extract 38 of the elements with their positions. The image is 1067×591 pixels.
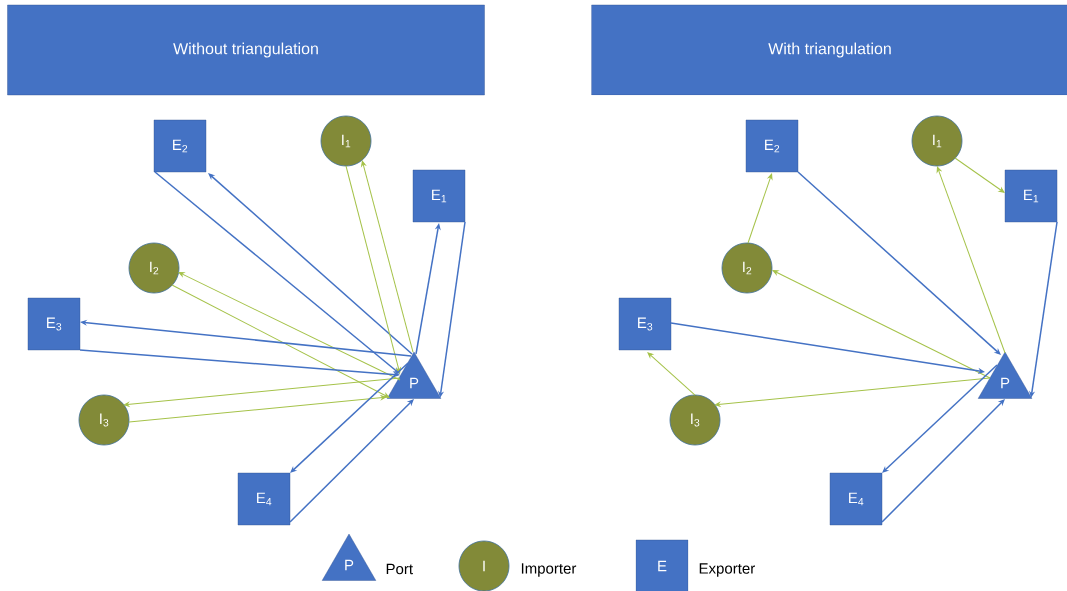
exporter-square: E$_{4}$ <box>829 472 883 526</box>
arrow <box>1029 221 1058 398</box>
arrow <box>881 399 1005 523</box>
arrow <box>290 362 409 473</box>
arrow <box>208 173 413 355</box>
exporter-square: E$_{2}$ <box>153 119 207 173</box>
arrow <box>415 223 441 355</box>
port-triangle: P <box>321 533 377 581</box>
exporter-square: E$_{4}$ <box>237 472 291 526</box>
node-label: Importer <box>521 563 577 577</box>
port-triangle: P <box>977 351 1033 399</box>
arrow <box>714 377 991 407</box>
arrow <box>747 173 773 244</box>
port-triangle: P <box>386 351 442 399</box>
arrow <box>936 166 1006 354</box>
exporter-square: E$_{1}$ <box>412 169 466 223</box>
arrow <box>178 272 401 381</box>
arrow <box>123 377 401 407</box>
node-label: Port <box>386 563 413 575</box>
exporter-square: E$_{3}$ <box>618 297 672 351</box>
header-banner: Without triangulation <box>7 4 485 96</box>
arrow <box>797 171 1001 355</box>
arrow <box>647 352 696 396</box>
arrow <box>289 399 414 523</box>
arrow <box>954 157 1005 193</box>
arrow <box>128 395 387 423</box>
exporter-square: E$_{1}$ <box>1004 169 1058 223</box>
arrow <box>361 160 414 353</box>
arrow <box>670 322 985 374</box>
arrow <box>772 270 991 379</box>
exporter-square: E$_{2}$ <box>745 119 799 173</box>
node-label: Exporter <box>699 563 755 577</box>
arrow <box>154 171 400 374</box>
exporter-square: E$_{3}$ <box>27 297 81 351</box>
arrow <box>882 364 998 473</box>
arrow <box>171 284 390 398</box>
header-banner: With triangulation <box>591 4 1067 96</box>
arrow <box>345 165 401 374</box>
